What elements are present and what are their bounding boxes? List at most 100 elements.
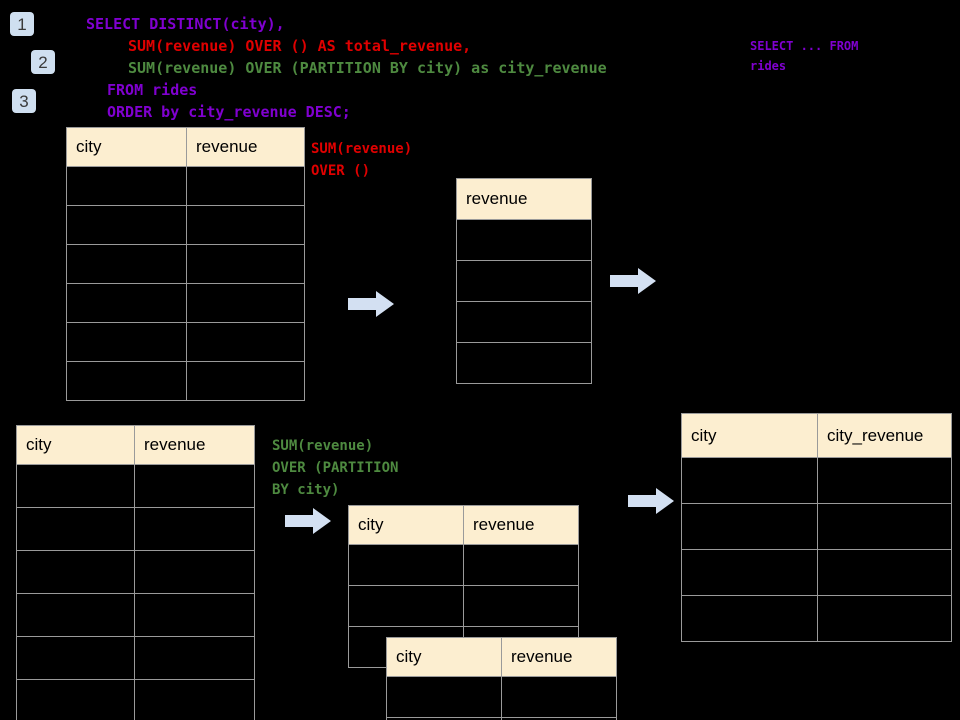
table-cell-revenue	[456, 342, 592, 384]
table-cell-revenue	[134, 550, 255, 594]
table-cell-city	[681, 549, 818, 596]
table-cell-revenue	[186, 322, 305, 362]
table-cell-city	[66, 166, 187, 206]
table-cell-revenue	[134, 636, 255, 680]
table-cell-revenue	[186, 244, 305, 284]
table-cell-revenue	[456, 219, 592, 261]
table-cell-city	[16, 679, 135, 720]
arrow-source-to-total	[348, 291, 394, 322]
table-cell-city	[16, 507, 135, 551]
table-cell-city	[16, 464, 135, 508]
table-row	[681, 457, 952, 504]
table-cell-city	[681, 595, 818, 642]
table-cell-city	[66, 322, 187, 362]
annotation-sum-over-empty: SUM(revenue) OVER ()	[311, 141, 413, 179]
sql-line-5: ORDER by city_revenue DESC;	[107, 103, 351, 121]
sql-line-1: SELECT DISTINCT(city),	[86, 15, 285, 33]
arrow-total-to-result	[610, 268, 656, 299]
step-badge-2: 2	[31, 50, 55, 74]
table-row	[681, 503, 952, 550]
table-cell-revenue	[501, 717, 617, 720]
column-header-revenue: revenue	[456, 178, 592, 220]
table-cell-city	[16, 550, 135, 594]
table-cell-city	[348, 544, 464, 586]
table-row	[66, 322, 305, 362]
column-header-revenue: revenue	[501, 637, 617, 677]
table-cell-city	[681, 457, 818, 504]
table-row	[681, 595, 952, 642]
step-badge-3: 3	[12, 89, 36, 113]
table-row	[16, 507, 255, 551]
column-header-revenue: revenue	[186, 127, 305, 167]
column-header-city: city	[16, 425, 135, 465]
table-row	[456, 260, 592, 302]
side-note-select-from-rides: SELECT ... FROM rides	[750, 39, 859, 73]
table-cell-city	[16, 636, 135, 680]
table-cell-revenue	[463, 585, 579, 627]
table-cell-revenue	[186, 283, 305, 323]
arrow-source-to-partition	[285, 508, 331, 539]
arrow-icon	[628, 488, 674, 514]
table-row	[66, 166, 305, 206]
table-cell-city	[348, 585, 464, 627]
table-cell-revenue	[134, 507, 255, 551]
table-row	[386, 676, 617, 718]
column-header-city: city	[348, 505, 464, 545]
arrow-icon	[285, 508, 331, 534]
column-header-city: city	[681, 413, 818, 458]
table-cell-revenue	[186, 361, 305, 401]
column-header-revenue: revenue	[134, 425, 255, 465]
column-header-city: city	[386, 637, 502, 677]
table-row	[16, 636, 255, 680]
table-row	[16, 679, 255, 720]
table-row	[66, 283, 305, 323]
table-cell-revenue	[186, 205, 305, 245]
annotation-sum-over-partition: SUM(revenue) OVER (PARTITION BY city)	[272, 438, 399, 498]
sql-line-2: SUM(revenue) OVER () AS total_revenue,	[128, 37, 472, 55]
table-cell-revenue	[134, 679, 255, 720]
table-cell-revenue	[456, 301, 592, 343]
table-row	[681, 549, 952, 596]
table-cell-revenue	[134, 593, 255, 637]
table-row	[16, 593, 255, 637]
column-header-city: city	[66, 127, 187, 167]
table-row	[16, 550, 255, 594]
table-cell-revenue	[463, 544, 579, 586]
column-header-city_revenue: city_revenue	[817, 413, 952, 458]
table-cell-city	[66, 283, 187, 323]
total-revenue-table: revenue	[456, 178, 592, 384]
table-cell-city	[681, 503, 818, 550]
table-row	[66, 361, 305, 401]
table-row	[386, 717, 617, 720]
table-row	[66, 244, 305, 284]
table-cell-revenue	[186, 166, 305, 206]
table-cell-city_revenue	[817, 595, 952, 642]
table-cell-city	[66, 244, 187, 284]
table-header-row: revenue	[456, 178, 592, 220]
arrow-partition-to-result	[628, 488, 674, 519]
table-row	[456, 219, 592, 261]
arrow-icon	[610, 268, 656, 294]
table-cell-city	[66, 205, 187, 245]
table-cell-city	[386, 676, 502, 718]
table-cell-city_revenue	[817, 503, 952, 550]
table-row	[16, 464, 255, 508]
table-row	[456, 301, 592, 343]
table-cell-revenue	[501, 676, 617, 718]
sql-line-3: SUM(revenue) OVER (PARTITION BY city) as…	[128, 59, 607, 77]
step-badge-1: 1	[10, 12, 34, 36]
table-cell-revenue	[456, 260, 592, 302]
column-header-revenue: revenue	[463, 505, 579, 545]
table-cell-city	[16, 593, 135, 637]
table-row	[66, 205, 305, 245]
sql-line-4: FROM rides	[107, 81, 198, 99]
